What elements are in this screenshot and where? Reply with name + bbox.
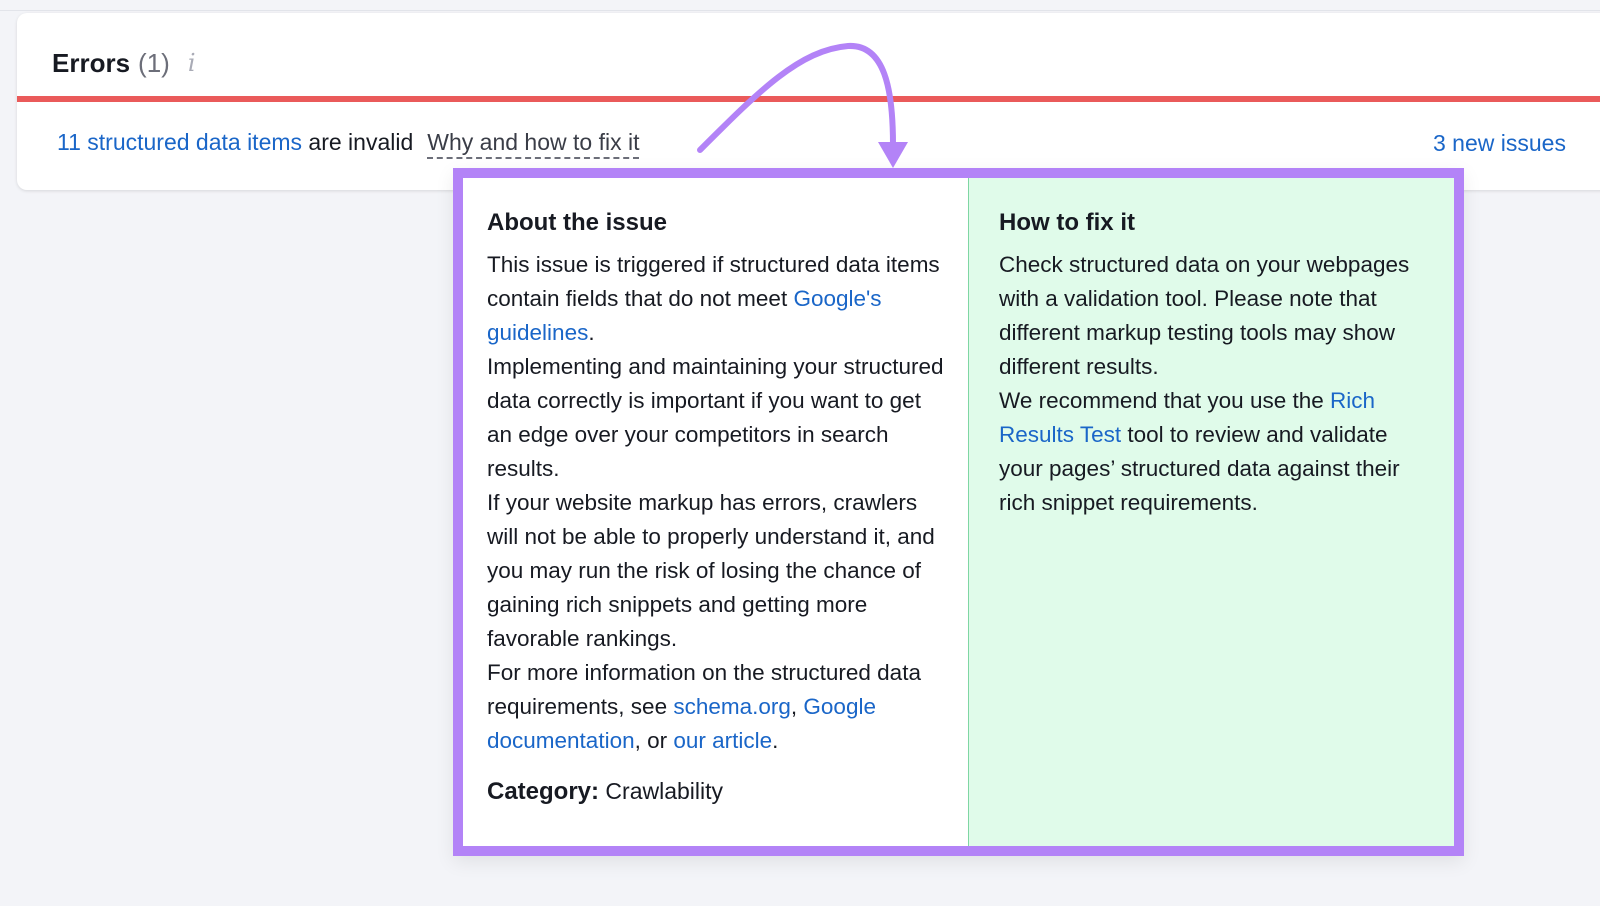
error-status-bar: [17, 96, 1600, 102]
how-to-fix-text-1: Check structured data on your webpages w…: [999, 252, 1410, 379]
recommend-text: We recommend that you use the: [999, 388, 1331, 413]
period-text: .: [772, 728, 779, 753]
why-and-how-to-fix-link[interactable]: Why and how to fix it: [427, 129, 640, 159]
more-info-text: For more information on the structured d…: [487, 660, 921, 719]
top-strip: [0, 0, 1600, 11]
recommend-text-2: tool to review and validate your pages’ …: [999, 422, 1400, 515]
our-article-link[interactable]: our article: [673, 728, 773, 753]
how-to-fix-text-2: We recommend that you use the Rich Resul…: [999, 384, 1430, 520]
schema-org-link[interactable]: schema.org: [673, 694, 791, 719]
google-documentation-link[interactable]: Google documentation: [487, 694, 876, 753]
category-value: Crawlability: [599, 778, 724, 804]
how-to-fix-heading: How to fix it: [999, 209, 1135, 236]
about-text-2: .: [588, 320, 595, 345]
about-issue-heading: About the issue: [487, 209, 668, 236]
errors-count: (1): [138, 47, 170, 78]
about-text-1: This issue is triggered if structured da…: [487, 252, 940, 311]
about-issue-text-2: Implementing and maintaining your struct…: [487, 354, 944, 481]
errors-card: Errors (1) i 11 structured data items ar…: [17, 13, 1600, 190]
google-guidelines-link[interactable]: Google's guidelines: [487, 286, 882, 345]
structured-data-items-link[interactable]: 11 structured data items: [57, 129, 303, 155]
new-issues-link[interactable]: 3 new issues: [1433, 130, 1566, 156]
separator-text: , or: [634, 728, 674, 753]
errors-header: Errors (1) i: [52, 43, 196, 83]
errors-title: Errors: [52, 47, 131, 78]
about-issue-column: About the issue This issue is triggered …: [463, 178, 968, 846]
about-issue-text: This issue is triggered if structured da…: [487, 248, 944, 350]
how-to-fix-column: How to fix it Check structured data on y…: [968, 178, 1454, 846]
about-issue-text-3: If your website markup has errors, crawl…: [487, 490, 935, 651]
issue-row: 11 structured data items are invalid Why …: [57, 129, 640, 159]
info-icon[interactable]: i: [187, 49, 196, 77]
category-line: Category: Crawlability: [487, 774, 944, 809]
separator-text: ,: [790, 694, 804, 719]
rich-results-test-link[interactable]: Rich Results Test: [999, 388, 1376, 447]
issue-popover: About the issue This issue is triggered …: [453, 168, 1464, 856]
about-issue-text-4: For more information on the structured d…: [487, 656, 944, 758]
category-label: Category:: [487, 778, 600, 805]
issue-description: are invalid: [302, 129, 414, 155]
